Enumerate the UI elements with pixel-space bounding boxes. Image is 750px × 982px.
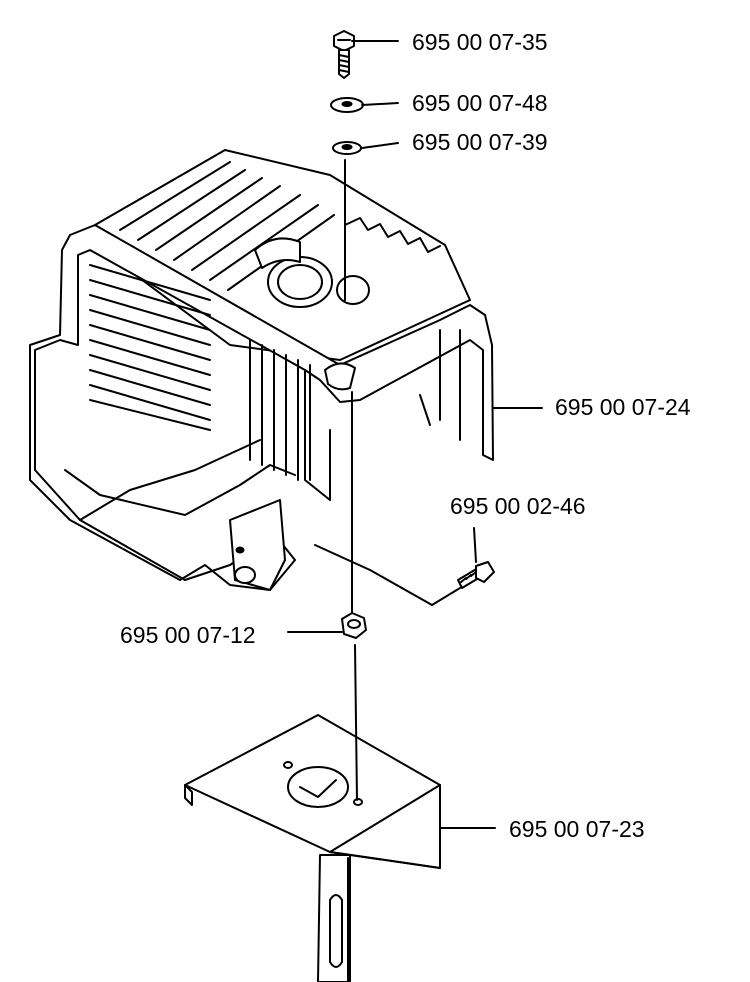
nut-part — [341, 612, 367, 639]
part-number-flat-washer: 695 00 07-39 — [412, 129, 548, 155]
part-number-bracket-plate: 695 00 07-23 — [509, 816, 645, 842]
part-number-side-screw: 695 00 02-46 — [450, 493, 586, 519]
lock-washer-part — [330, 97, 364, 113]
part-number-cylinder-cover: 695 00 07-24 — [555, 394, 691, 420]
cylinder-cover-part — [29, 149, 494, 606]
flat-washer-part — [332, 141, 362, 155]
side-screw-part — [457, 561, 495, 589]
part-number-screw: 695 00 07-35 — [412, 29, 548, 55]
bracket-plate-part — [184, 714, 441, 982]
part-number-nut: 695 00 07-12 — [120, 622, 256, 648]
leader-lines — [287, 40, 543, 829]
screw-part — [333, 30, 355, 79]
part-number-lock-washer: 695 00 07-48 — [412, 90, 548, 116]
